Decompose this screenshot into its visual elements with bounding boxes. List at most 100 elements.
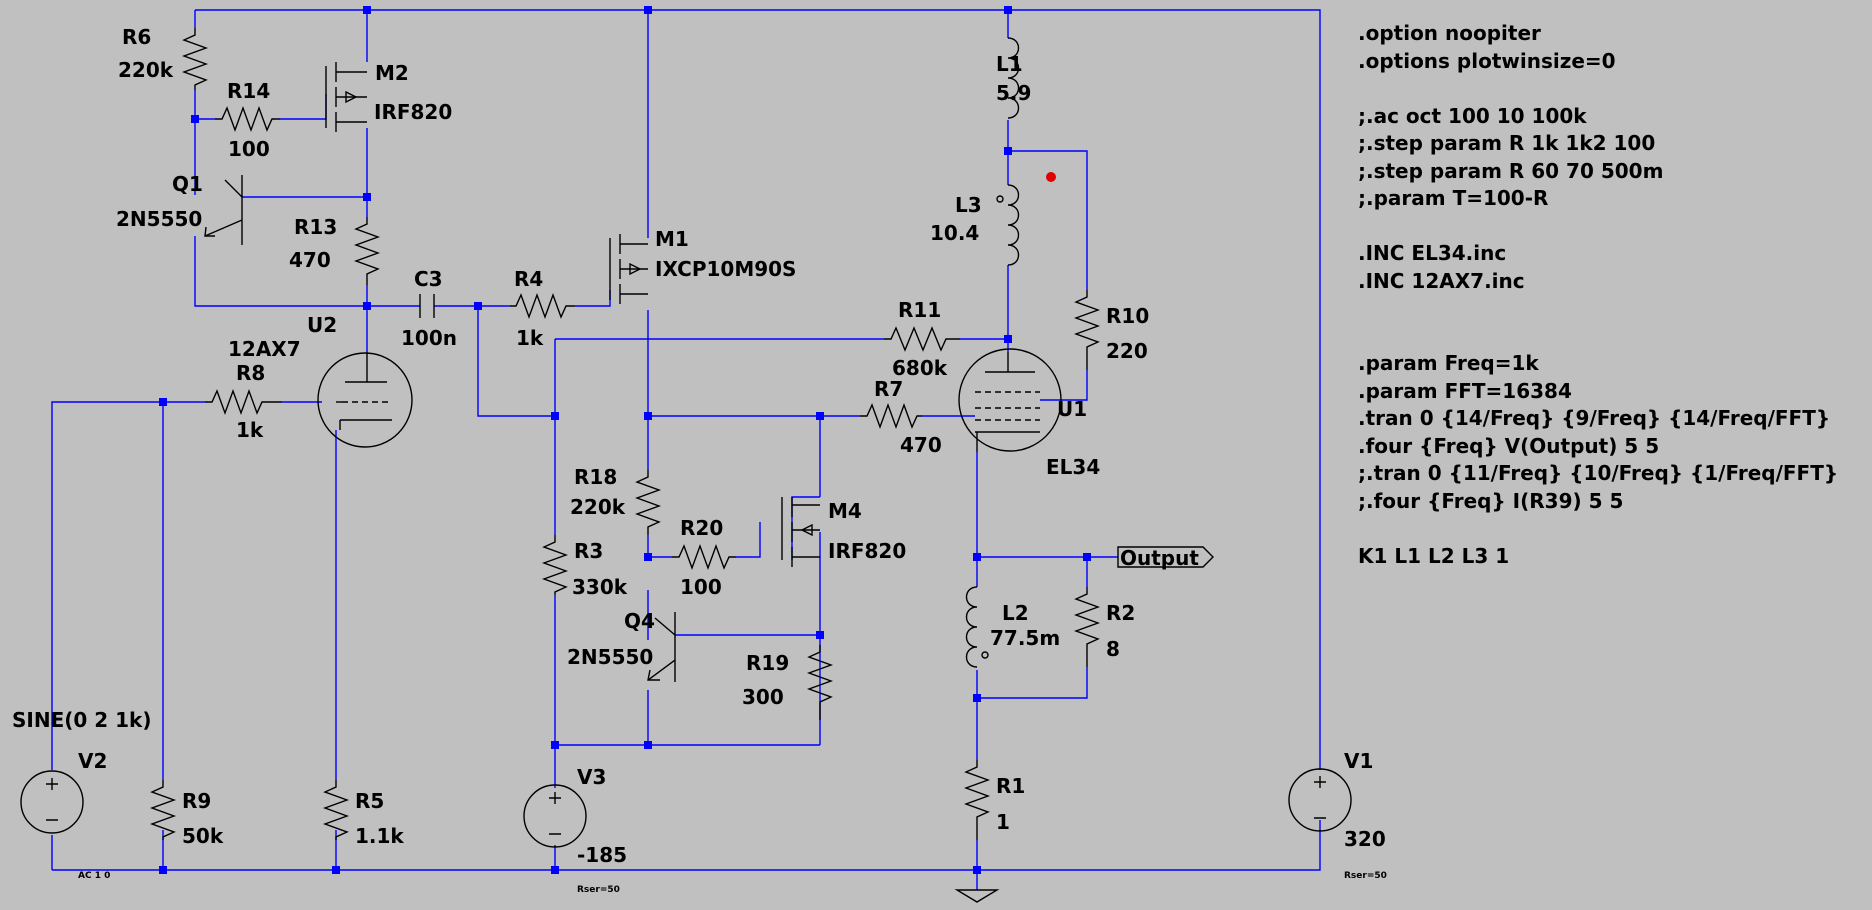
directive-line: .option noopiter (1358, 21, 1541, 45)
u1-ref: U1 (1057, 397, 1087, 421)
directive-line: .tran 0 {14/Freq} {9/Freq} {14/Freq/FFT} (1358, 406, 1831, 430)
resistor-r11[interactable] (884, 326, 960, 352)
directive-line: ;.step param R 60 70 500m (1358, 158, 1664, 183)
r7-value: 470 (900, 433, 942, 457)
m2-ref: M2 (375, 61, 409, 85)
m4-ref: M4 (828, 499, 862, 523)
r13-value: 470 (289, 248, 331, 272)
l1-ref: L1 (996, 52, 1023, 76)
triode-u2[interactable] (317, 352, 413, 448)
r10-value: 220 (1106, 339, 1148, 363)
r2-value: 8 (1106, 637, 1120, 661)
r8-value: 1k (236, 418, 264, 442)
v2-ac-spec: AC 1 0 (78, 871, 110, 881)
resistor-r8[interactable] (205, 388, 282, 416)
m4-value: IRF820 (828, 539, 906, 563)
directive-line: .param Freq=1k (1358, 351, 1539, 375)
bjt-q1[interactable] (204, 175, 243, 245)
q1-ref: Q1 (172, 172, 203, 196)
l3-value: 10.4 (930, 221, 979, 245)
directive-line (1358, 75, 1838, 103)
directive-line: .param FFT=16384 (1358, 378, 1572, 403)
r5-ref: R5 (355, 789, 384, 813)
output-net-label: Output (1120, 546, 1199, 570)
mosfet-m2[interactable] (325, 62, 367, 132)
spice-directives: .option noopiter .options plotwinsize=0 ;… (1358, 20, 1838, 570)
voltage-source-v3[interactable] (523, 784, 587, 848)
m1-value: IXCP10M90S (655, 257, 796, 281)
q4-value: 2N5550 (567, 645, 653, 669)
directive-line: K1 L1 L2 L3 1 (1358, 543, 1510, 568)
directive-line (1358, 295, 1838, 323)
l2-value: 77.5m (990, 626, 1060, 650)
resistor-r4[interactable] (510, 292, 575, 320)
r19-ref: R19 (746, 651, 789, 675)
resistor-r3[interactable] (541, 535, 569, 595)
resistor-r14[interactable] (215, 105, 280, 133)
inductor-l1[interactable] (1007, 37, 1020, 119)
c3-value: 100n (401, 326, 457, 350)
capacitor-c3[interactable] (419, 294, 435, 318)
wires (51, 9, 1321, 890)
r4-ref: R4 (514, 267, 543, 291)
r14-ref: R14 (227, 79, 270, 103)
v2-value: SINE(0 2 1k) (12, 708, 152, 732)
r18-value: 220k (570, 495, 626, 519)
bjt-q4[interactable] (647, 612, 676, 682)
directive-line: ;.ac oct 100 10 100k (1358, 103, 1587, 128)
v3-rser: Rser=50 (577, 885, 620, 895)
resistor-r5[interactable] (322, 780, 350, 840)
resistor-r10[interactable] (1073, 290, 1101, 370)
r3-ref: R3 (574, 539, 603, 563)
r11-value: 680k (892, 356, 948, 380)
r3-value: 330k (572, 575, 628, 599)
component-labels: R6 220k R14 100 M2 IRF820 Q1 2N5550 R13 … (12, 25, 1387, 895)
directive-line: .four {Freq} V(Output) 5 5 (1358, 433, 1660, 458)
u2-value: 12AX7 (228, 337, 301, 361)
resistor-r1[interactable] (963, 760, 991, 840)
resistor-r6[interactable] (181, 28, 209, 90)
v1-rser: Rser=50 (1344, 871, 1387, 881)
r19-value: 300 (742, 685, 784, 709)
r9-ref: R9 (182, 789, 211, 813)
resistor-r9[interactable] (149, 780, 177, 840)
directive-line (1358, 515, 1838, 543)
resistor-r13[interactable] (353, 217, 381, 285)
voltage-source-v1[interactable] (1288, 768, 1352, 832)
resistor-r20[interactable] (672, 543, 736, 571)
r10-ref: R10 (1106, 304, 1149, 328)
r5-value: 1.1k (355, 824, 404, 848)
ground-symbol (954, 889, 1000, 903)
pentode-u1[interactable] (958, 348, 1062, 452)
output-net-flag[interactable] (1117, 546, 1214, 568)
mosfet-m4[interactable] (781, 497, 820, 567)
resistor-r18[interactable] (634, 470, 662, 535)
directive-line: ;.step param R 1k 1k2 100 (1358, 131, 1656, 155)
r1-ref: R1 (996, 774, 1025, 798)
v1-ref: V1 (1344, 749, 1373, 773)
resistor-r2[interactable] (1073, 587, 1101, 667)
directive-line: ;.tran 0 {11/Freq} {10/Freq} {1/Freq/FFT… (1358, 461, 1839, 485)
junctions (159, 6, 1091, 874)
r18-ref: R18 (574, 465, 617, 489)
directive-line: .options plotwinsize=0 (1358, 48, 1616, 73)
resistor-r7[interactable] (860, 402, 922, 430)
resistor-r19[interactable] (806, 645, 834, 720)
m1-ref: M1 (655, 227, 689, 251)
v3-value: -185 (577, 843, 627, 867)
r20-value: 100 (680, 575, 722, 599)
inductor-l2[interactable] (965, 586, 989, 668)
voltage-source-v2[interactable] (20, 770, 84, 834)
probe-marker (1046, 172, 1056, 182)
r8-ref: R8 (236, 361, 265, 385)
v3-ref: V3 (577, 765, 606, 789)
directive-line (1358, 213, 1838, 241)
r6-value: 220k (118, 58, 174, 82)
l3-ref: L3 (955, 193, 982, 217)
mosfet-m1[interactable] (609, 234, 648, 304)
u1-value: EL34 (1046, 455, 1100, 479)
v1-value: 320 (1344, 827, 1386, 851)
inductor-l3[interactable] (996, 184, 1020, 266)
l2-ref: L2 (1002, 601, 1029, 625)
